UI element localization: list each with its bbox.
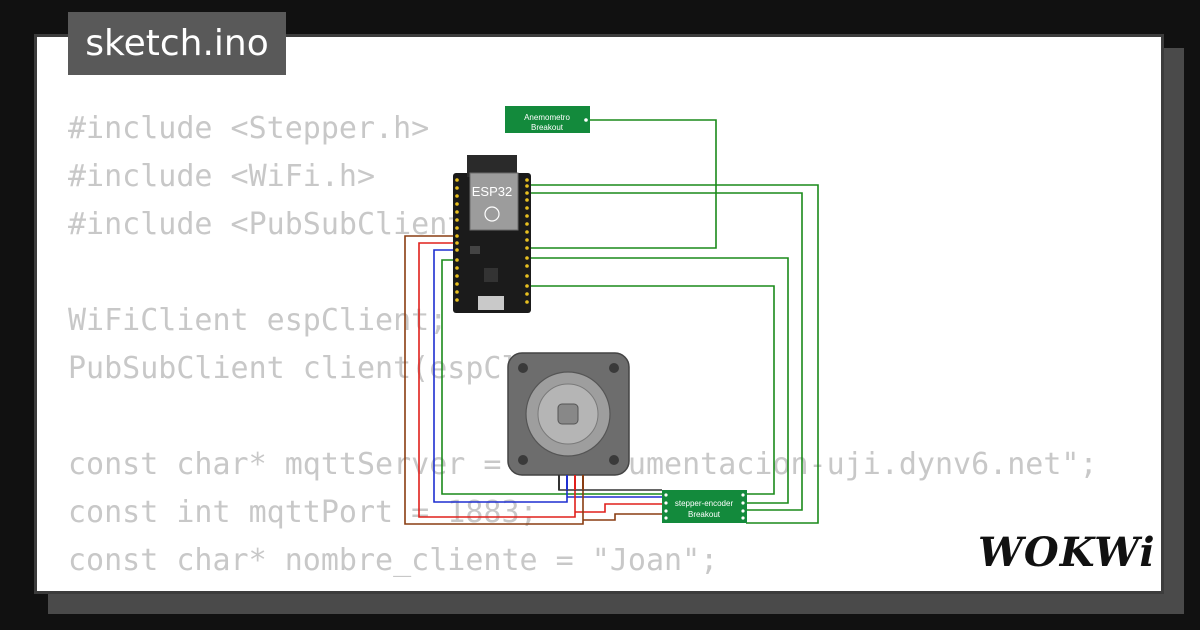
wire-green-2 [528,192,803,511]
wire-brown-2 [583,513,662,521]
code-preview-card: #include <Stepper.h>#include <WiFi.h>#in… [34,34,1164,594]
encoder-sublabel: Breakout [688,510,721,519]
stepper-motor[interactable] [507,352,630,490]
esp32-board[interactable]: ESP32 [453,155,531,313]
wire-anemometro [530,119,717,249]
wires [404,119,819,525]
encoder-label: stepper-encoder [675,499,734,508]
code-line: WiFiClient espClient; [68,303,448,338]
anemometro-label: Anemometro [524,113,570,122]
wire-red-2 [575,503,662,513]
anemometro-sublabel: Breakout [531,123,564,132]
wire-blue [433,249,568,503]
file-tab[interactable]: sketch.ino [68,12,286,75]
wire-green-5 [441,259,662,495]
wire-green-4 [528,285,775,495]
wire-green-3 [528,257,789,504]
espressif-logo-icon [484,206,500,222]
esp32-pins-right [525,178,529,304]
wokwi-logo-text: WOKWi [978,529,1153,576]
anemometro-breakout[interactable]: Anemometro Breakout [505,106,590,133]
stepper-encoder-breakout[interactable]: stepper-encoder Breakout [662,490,747,523]
code-line: const int mqttPort = 1883; [68,495,538,530]
wire-red [418,242,576,518]
wire-green-1 [528,184,819,524]
code-line: #include <Stepper.h> [68,111,430,146]
esp32-pins-left [455,178,459,302]
code-line: #include <WiFi.h> [68,159,376,194]
esp32-label: ESP32 [472,184,512,199]
wire-brown [404,235,584,525]
code-line: const char* nombre_cliente = "Joan"; [68,543,719,578]
wokwi-logo: WOKWi [978,529,1153,576]
